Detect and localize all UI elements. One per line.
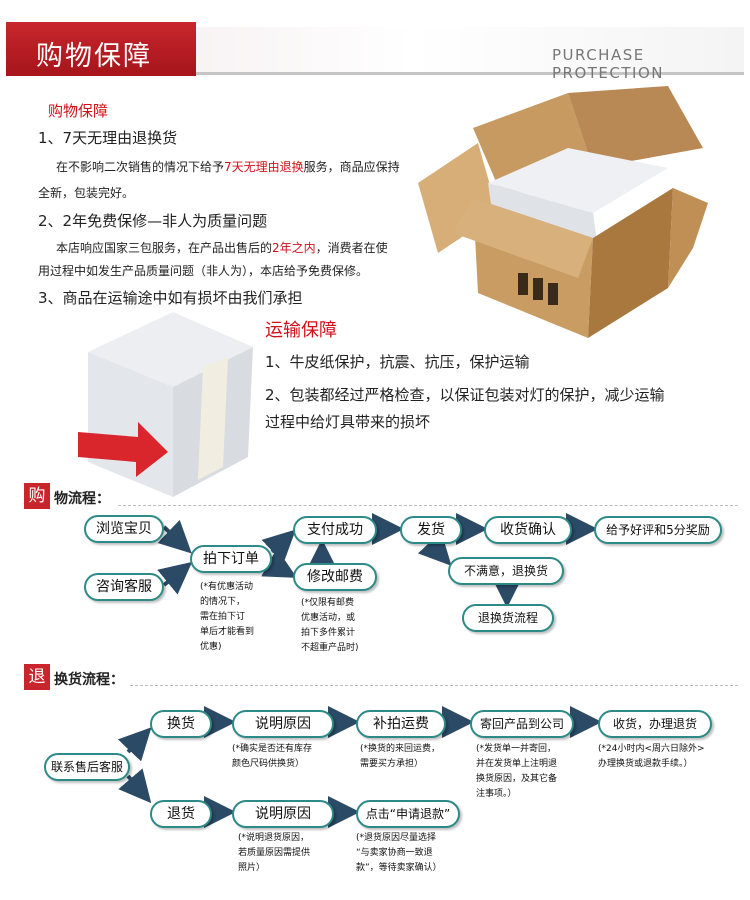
guarantee-paragraph-1a: 在不影响二次销售的情况下给予7天无理由退换服务，商品应保持 — [56, 160, 400, 174]
step-receive-return: 收货，办理退货 — [598, 710, 712, 738]
step-unsatisfied: 不满意，退换货 — [448, 557, 564, 585]
header-subtitle-en: PURCHASE PROTECTION — [552, 46, 665, 82]
step-apply-refund: 点击“申请退款” — [356, 800, 460, 828]
step-review: 给予好评和5分奖励 — [594, 516, 722, 544]
return-flow-divider — [130, 685, 738, 687]
note-send-back: (*发货单一并寄回，并在发货单上注明退换货原因，及其它备注事项。） — [476, 744, 558, 799]
step-refund: 退货 — [150, 800, 212, 828]
step-order: 拍下订单 — [190, 545, 272, 573]
step-ship: 发货 — [400, 516, 462, 544]
order-note: (*有优惠活动的情况下，需在拍下订单后才能看到优惠) — [200, 582, 255, 652]
purchase-flow-head-char: 购 — [24, 483, 50, 509]
note-reason-refund: (*说明退货原因，若质量原因需提供照片） — [238, 833, 311, 873]
transport-line-3: 过程中给灯具带来的损坏 — [265, 413, 431, 431]
transport-line-1: 1、牛皮纸保护，抗震、抗压，保护运输 — [265, 353, 530, 371]
step-consult: 咨询客服 — [84, 573, 164, 601]
note-receive-return: (*24小时内<周六日除外>办理换货或退款手续。） — [598, 744, 705, 769]
step-browse: 浏览宝贝 — [84, 515, 164, 543]
header-underline — [196, 72, 744, 75]
header-title: 购物保障 — [36, 41, 152, 72]
step-confirm-receipt: 收货确认 — [484, 516, 572, 544]
guarantee-paragraph-2a: 本店响应国家三包服务，在产品出售后的2年之内，消费者在使 — [56, 241, 388, 255]
open-cardboard-box-image — [418, 86, 708, 338]
return-flow-head-char: 退 — [24, 664, 50, 690]
guarantee-item-2: 2、2年免费保修—非人为质量问题 — [38, 212, 268, 230]
step-reason-refund: 说明原因 — [232, 800, 334, 828]
guarantee-item-1: 1、7天无理由退换货 — [38, 129, 178, 147]
return-flow-link[interactable]: 退换货流程 — [462, 604, 554, 632]
wrapped-box-image — [78, 312, 253, 497]
header-red-block — [6, 22, 196, 76]
return-flow-head-text: 换货流程： — [54, 672, 124, 688]
step-exchange: 换货 — [150, 710, 212, 738]
modify-postage-note: (*仅限有邮费优惠活动，或拍下多件累计不超重产品时) — [301, 598, 359, 653]
guarantee-paragraph-2b: 用过程中如发生产品质量问题（非人为），本店给予免费保修。 — [38, 264, 369, 278]
step-contact-service: 联系售后客服 — [44, 753, 130, 781]
highlight-2years: 2年之内 — [272, 241, 316, 255]
purchase-flow-head-text: 物流程： — [54, 491, 110, 507]
guarantee-title: 购物保障 — [48, 102, 109, 120]
transport-line-2: 2、包装都经过严格检查，以保证包装对灯的保护，减少运输 — [265, 386, 665, 404]
highlight-7days: 7天无理由退换 — [224, 160, 304, 174]
transport-title: 运输保障 — [265, 320, 337, 341]
step-pay-postage: 补拍运费 — [356, 710, 446, 738]
guarantee-paragraph-1b: 全新，包装完好。 — [38, 186, 135, 200]
note-apply-refund: (*退货原因尽量选择“与卖家协商一致退款”，等待卖家确认） — [356, 833, 442, 873]
note-reason-exchange: (*确实是否还有库存颜色尺码供换货） — [232, 744, 313, 769]
step-pay: 支付成功 — [293, 516, 377, 544]
step-send-back: 寄回产品到公司 — [470, 710, 574, 738]
purchase-flow-divider — [118, 505, 738, 507]
step-reason-exchange: 说明原因 — [232, 710, 334, 738]
guarantee-item-3: 3、商品在运输途中如有损坏由我们承担 — [38, 289, 303, 307]
step-modify-postage: 修改邮费 — [293, 563, 377, 591]
note-pay-postage: (*换货的来回运费，需要买方承担） — [360, 744, 441, 769]
